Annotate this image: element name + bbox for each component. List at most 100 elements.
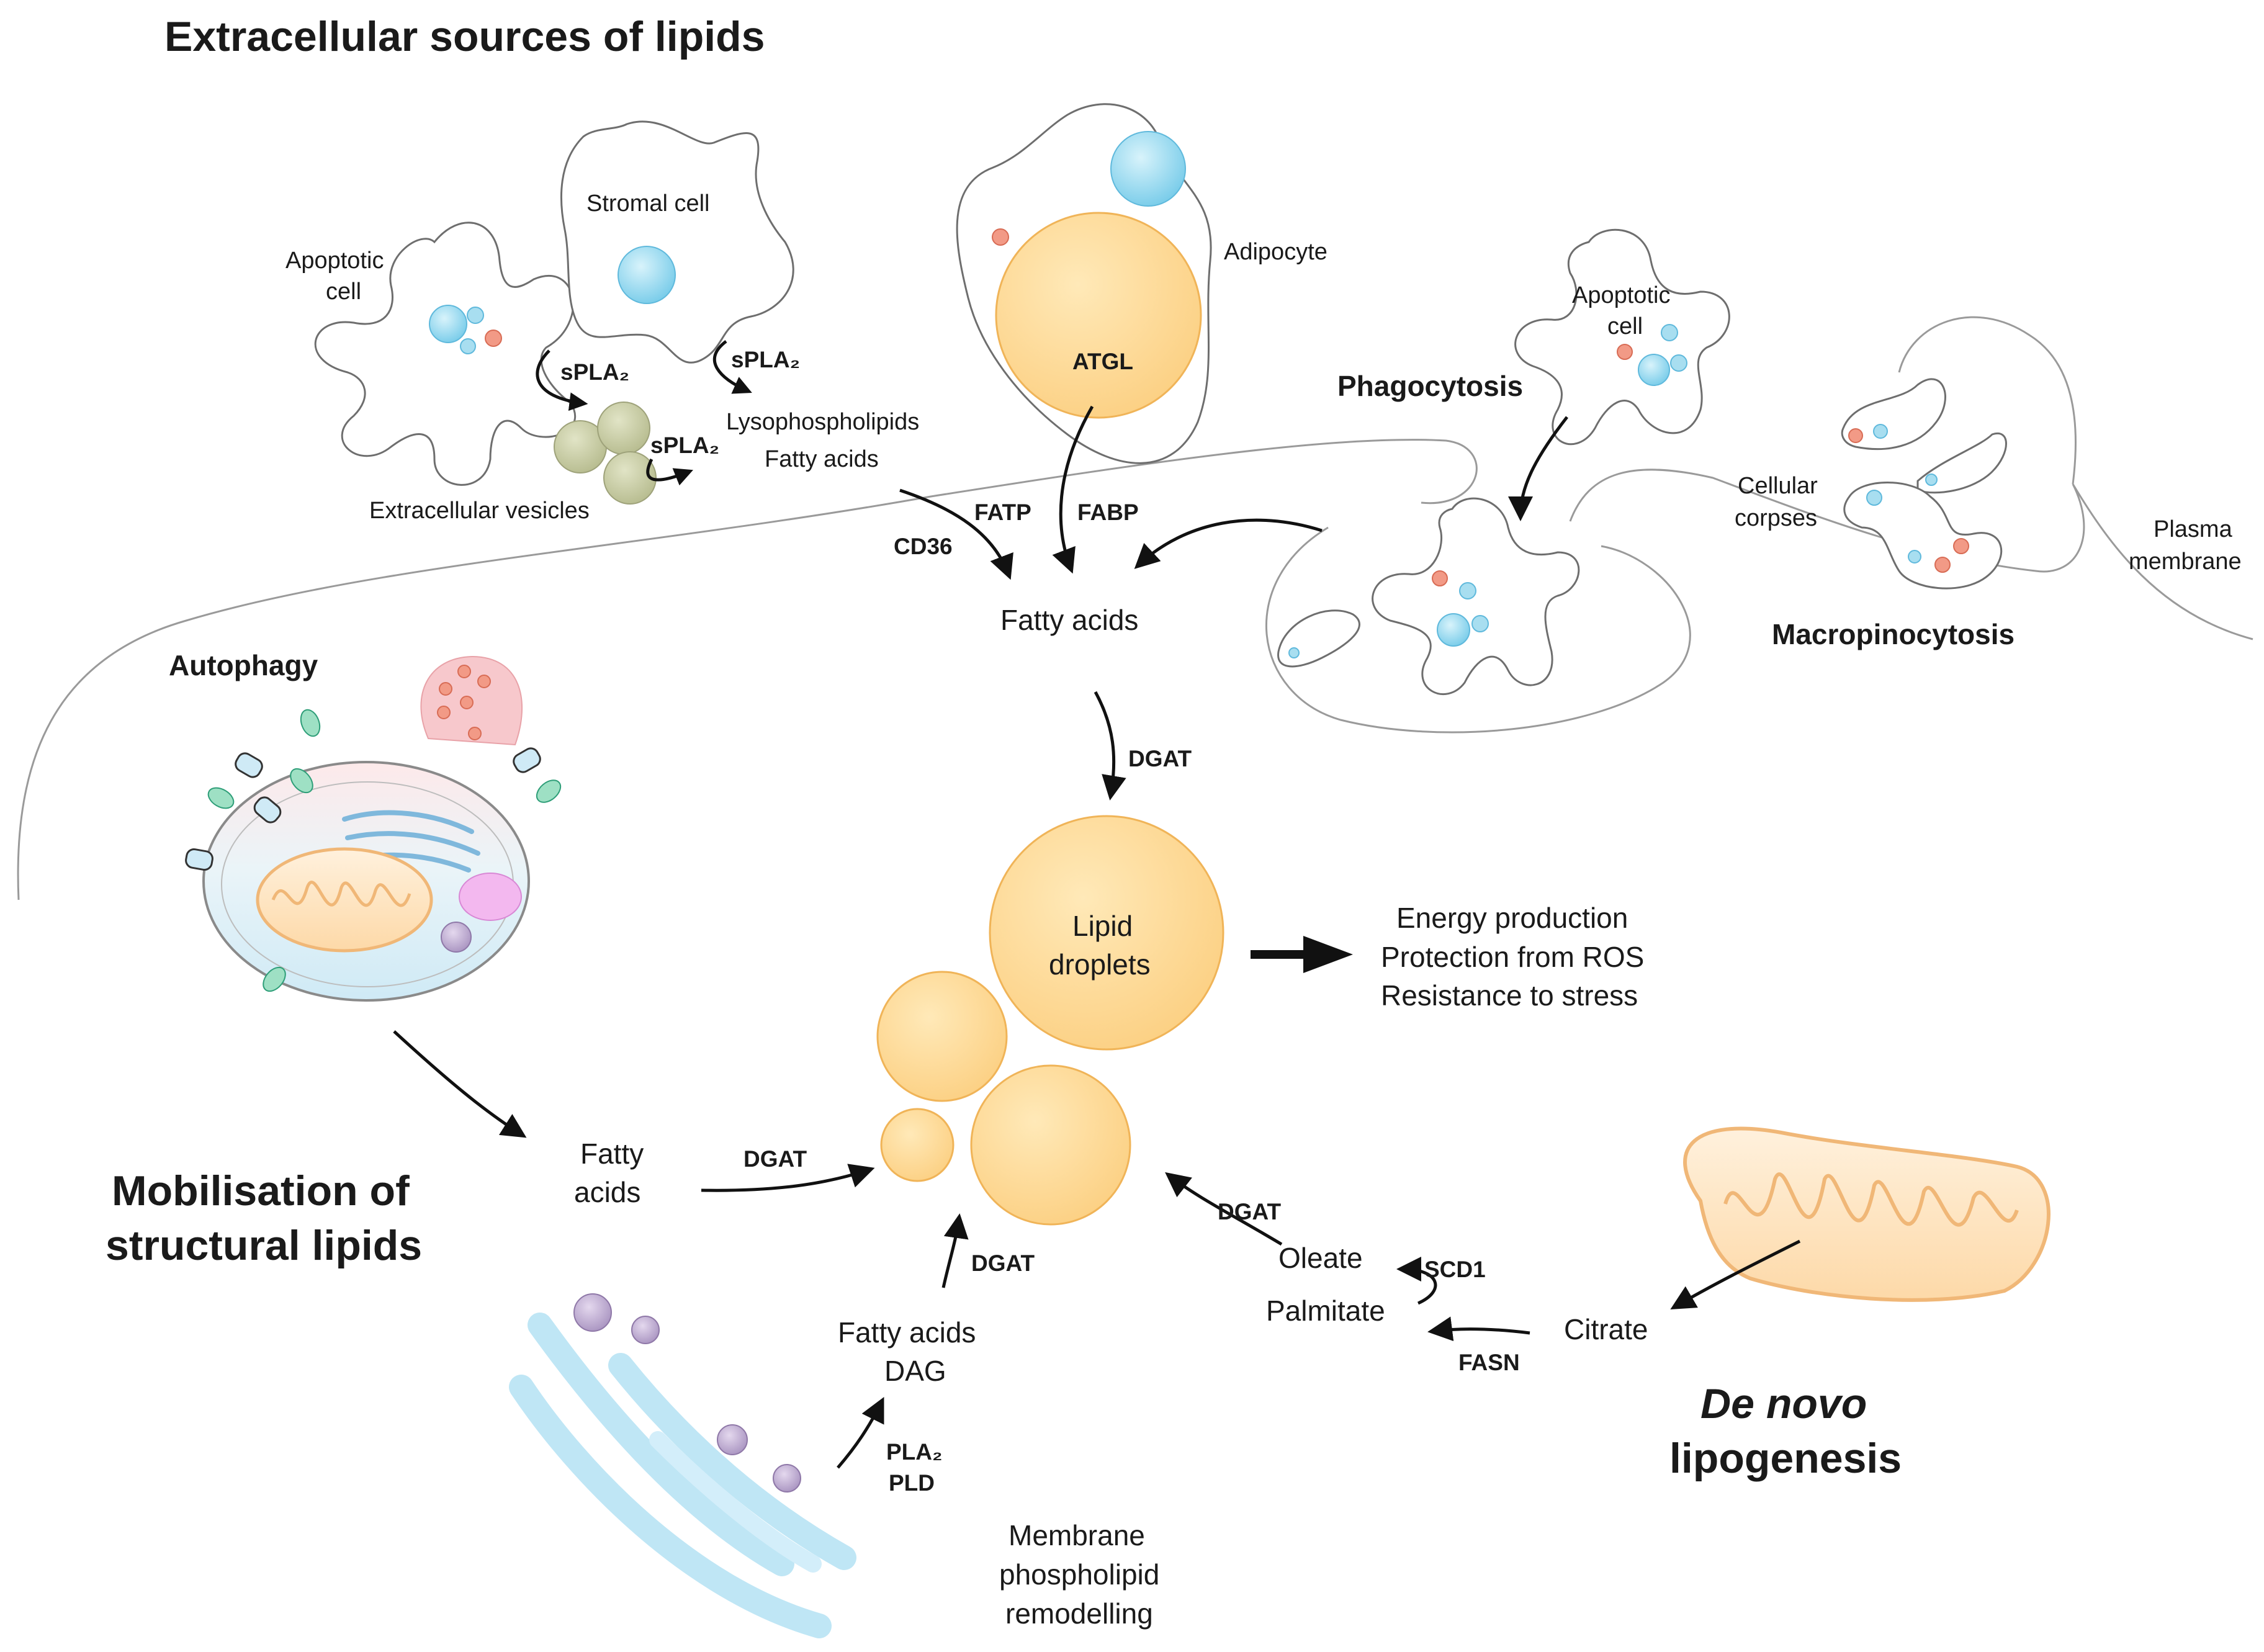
extracellular-vesicle (597, 402, 650, 455)
label-adipocyte: Adipocyte (1224, 239, 1327, 265)
outcome-energy: Energy production (1396, 902, 1628, 934)
vesicle-blue (1661, 324, 1678, 341)
label-plasma-membrane-2: membrane (2129, 549, 2242, 575)
label-lipid-droplets-2: droplets (1049, 948, 1151, 981)
enzyme-dgat-bottom: DGAT (971, 1250, 1035, 1276)
label-fatty-acids-center: Fatty acids (1000, 604, 1138, 636)
adipocyte-nucleus (1110, 131, 1186, 207)
label-citrate: Citrate (1564, 1313, 1648, 1345)
heading-denovo-2: lipogenesis (1669, 1435, 1902, 1482)
label-lysophospholipids: Lysophospholipids (726, 409, 919, 435)
vesicle-red (437, 706, 451, 719)
plasma-membrane-ruffle (1898, 316, 2077, 485)
label-lipid-droplets-1: Lipid (1072, 910, 1133, 942)
nucleus-circle (1638, 354, 1670, 386)
label-apoptotic-left-2: cell (326, 279, 361, 305)
receptor-green (536, 779, 562, 803)
lipid-droplet-large (989, 815, 1224, 1051)
arrow-phagocytosis-entry (1508, 416, 1568, 521)
golgi-vesicle (773, 1464, 801, 1493)
arrow-dgat-left (701, 1164, 875, 1192)
heading-extracellular: Extracellular sources of lipids (164, 13, 765, 60)
vesicle-blue (1925, 474, 1938, 486)
receptor-green (263, 966, 286, 992)
label-phagocytosis: Phagocytosis (1337, 370, 1523, 402)
golgi-cisterna (608, 1353, 856, 1570)
enzyme-fasn: FASN (1458, 1350, 1520, 1375)
heading-mobilisation-1: Mobilisation of (112, 1167, 410, 1214)
vesicle-blue (467, 307, 484, 324)
stromal-cell (560, 120, 794, 364)
apoptotic-cell-left (314, 222, 577, 486)
label-stromal-cell: Stromal cell (586, 191, 710, 217)
enzyme-scd1: SCD1 (1424, 1257, 1486, 1282)
golgi-cisterna (509, 1375, 832, 1638)
arrow-autophagy (393, 1030, 527, 1138)
enzyme-pld: PLD (889, 1470, 935, 1496)
enzyme-spla2-c: sPLA₂ (650, 433, 719, 458)
vesicle-red (457, 665, 471, 678)
enzyme-atgl: ATGL (1072, 349, 1133, 374)
label-palmitate: Palmitate (1266, 1295, 1385, 1327)
lc3-protein (185, 848, 213, 871)
engulfed-apoptotic-cell (1372, 497, 1580, 695)
lc3-protein (253, 796, 282, 824)
vesicle-blue (1873, 424, 1888, 439)
arrow-dgat-top (1094, 691, 1126, 801)
lc3-protein (513, 747, 541, 773)
mitochondrion-autophagosome (256, 847, 433, 953)
mitochondrial-cristae (271, 881, 411, 907)
vesicle-red (1934, 557, 1951, 573)
label-remodelling-3: remodelling (1005, 1597, 1153, 1630)
outcome-ros: Protection from ROS (1381, 941, 1644, 973)
vesicle-red (468, 727, 482, 740)
lipid-droplet-small (880, 1108, 955, 1182)
arrow-phagosome-to-fa (1134, 518, 1323, 569)
enzyme-fatp: FATP (974, 500, 1031, 525)
phagocytic-cup-membrane (1265, 526, 1691, 734)
receptor-green (300, 709, 321, 737)
label-fatty-acids-dag-1: Fatty acids (838, 1316, 976, 1349)
enzyme-dgat-left: DGAT (743, 1146, 807, 1172)
vesicle-blue (1459, 582, 1476, 599)
vesicle-red (477, 675, 491, 688)
label-fatty-acids-dag-2: DAG (884, 1355, 946, 1387)
vesicle-red (439, 682, 452, 696)
vesicle-red (460, 696, 474, 709)
vesicle-blue (1471, 615, 1489, 632)
vesicle-blue (1908, 550, 1921, 563)
cellular-corpse (1916, 432, 2007, 494)
vesicle-blue (1866, 490, 1882, 506)
arrow-pla2-pld (837, 1397, 884, 1469)
nucleus-circle (1437, 613, 1470, 647)
magenta-organelle (459, 873, 522, 921)
vesicle-red (1432, 570, 1448, 586)
arrow-fasn (1427, 1316, 1530, 1342)
arrow-outcomes-head (1303, 936, 1353, 973)
enzyme-spla2-a: sPLA₂ (560, 359, 629, 385)
arrow-atgl (1052, 405, 1094, 574)
enzyme-dgat-top: DGAT (1128, 746, 1192, 771)
label-extracellular-vesicles: Extracellular vesicles (369, 498, 590, 524)
golgi-vesicle (631, 1316, 660, 1344)
golgi-cisterna (528, 1313, 794, 1576)
arrow-scd1 (1396, 1257, 1437, 1305)
lipid-droplet (970, 1064, 1131, 1226)
arrow-spla2-vesicles (646, 458, 693, 486)
enzyme-pla2: PLA₂ (886, 1439, 942, 1465)
enzyme-dgat-right: DGAT (1218, 1199, 1281, 1224)
vesicle-red (485, 330, 502, 347)
arrow-dgat-bottom (941, 1213, 969, 1288)
vesicle-red (1617, 344, 1633, 360)
label-oleate: Oleate (1278, 1242, 1363, 1274)
arrow-mito-citrate (1670, 1239, 1801, 1310)
er-stacks (345, 831, 480, 856)
macropinocytosis-membrane (1569, 469, 2253, 640)
arrow-spla2-apoptotic (536, 349, 588, 411)
heading-denovo-1: De novo (1700, 1380, 1867, 1427)
apoptotic-cell-right (1514, 228, 1730, 446)
vesicle-blue (460, 338, 476, 354)
label-autophagy: Autophagy (169, 649, 318, 681)
nucleus-circle (618, 246, 676, 304)
label-fatty-acids-extracellular: Fatty acids (765, 446, 879, 472)
